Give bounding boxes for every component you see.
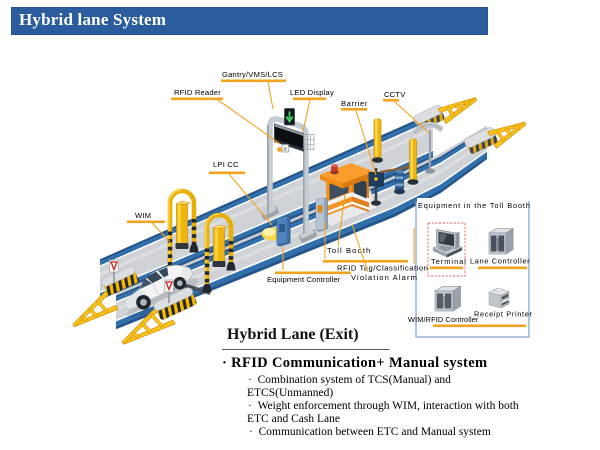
svg-text:Toll Booth: Toll Booth [327,246,371,255]
svg-text:LED Display: LED Display [290,88,334,97]
svg-text:WIM/RFID Controller: WIM/RFID Controller [408,315,479,324]
svg-text:WIM: WIM [135,211,151,220]
svg-text:Barrier: Barrier [341,99,368,108]
svg-text:CCTV: CCTV [384,90,406,99]
svg-text:Violation Alarm: Violation Alarm [351,273,418,282]
svg-text:Receipt Printer: Receipt Printer [474,310,533,319]
svg-text:a: a [284,147,287,153]
svg-text:Lane Controller: Lane Controller [470,257,530,266]
svg-text:RFID Reader: RFID Reader [174,88,221,97]
svg-text:RFID Tag/Classification: RFID Tag/Classification [337,264,428,273]
svg-text:Equipment Controller: Equipment Controller [267,275,341,284]
svg-text:Gantry/VMS/LCS: Gantry/VMS/LCS [222,70,283,79]
svg-text:Equipment in the Toll Booth: Equipment in the Toll Booth [418,201,531,210]
svg-text:LPI CC: LPI CC [213,160,239,169]
svg-text:Terminal: Terminal [431,257,467,266]
